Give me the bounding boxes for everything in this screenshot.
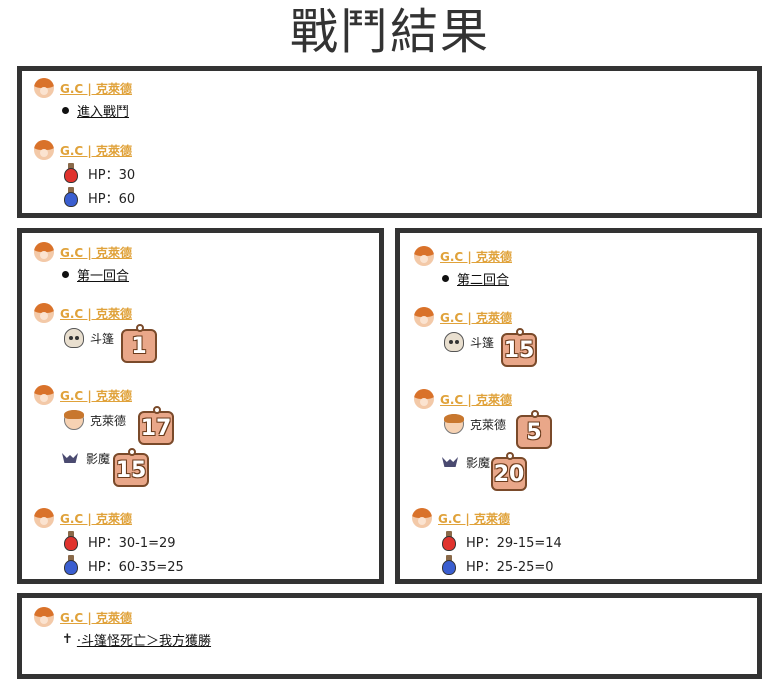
avatar	[414, 389, 434, 409]
round2-link[interactable]: 第二回合	[457, 272, 510, 288]
enter-battle-link[interactable]: 進入戰鬥	[77, 104, 130, 120]
hero-face-icon	[444, 414, 464, 434]
user-link[interactable]: G.C | 克萊德	[60, 511, 132, 526]
shadow-demon-icon	[440, 452, 460, 472]
round2-panel: G.C | 克萊德 第二回合 G.C | 克萊德 斗篷 15 G.C | 克萊德…	[395, 228, 762, 584]
avatar	[412, 508, 432, 528]
shadow-name: 影魔	[466, 456, 491, 470]
user-link[interactable]: G.C | 克萊德	[60, 81, 132, 96]
bullet-icon	[442, 274, 449, 282]
damage-badge: 15	[113, 448, 149, 487]
shadow-demon-icon	[60, 448, 80, 468]
red-potion-icon	[64, 531, 78, 551]
monster-name: 斗篷	[470, 336, 495, 350]
avatar	[34, 607, 54, 627]
damage-badge: 15	[501, 328, 537, 367]
avatar	[34, 242, 54, 262]
blue-potion-icon	[442, 555, 456, 575]
user-link[interactable]: G.C | 克萊德	[60, 245, 132, 260]
hp-blue-text: HP：60-35=25	[88, 559, 184, 575]
avatar	[34, 508, 54, 528]
user-link[interactable]: G.C | 克萊德	[440, 249, 512, 264]
user-link[interactable]: G.C | 克萊德	[438, 511, 510, 526]
user-link[interactable]: G.C | 克萊德	[440, 310, 512, 325]
avatar	[34, 140, 54, 160]
avatar	[34, 78, 54, 98]
user-link[interactable]: G.C | 克萊德	[60, 306, 132, 321]
hp-blue-text: HP：25-25=0	[466, 559, 554, 575]
hp-blue-text: HP：60	[88, 191, 136, 207]
hp-red-text: HP：30	[88, 167, 136, 183]
damage-badge: 17	[138, 406, 174, 445]
avatar	[34, 385, 54, 405]
page-title: 戰鬥結果	[289, 4, 490, 60]
user-row: G.C | 克萊德	[34, 77, 132, 99]
damage-badge: 20	[491, 452, 527, 491]
round1-link[interactable]: 第一回合	[77, 268, 130, 284]
cross-icon: ✝	[62, 631, 73, 647]
hero-face-icon	[64, 410, 84, 430]
user-link[interactable]: G.C | 克萊德	[60, 388, 132, 403]
blue-potion-icon	[64, 555, 78, 575]
hero-name: 克萊德	[90, 414, 127, 428]
skull-icon	[64, 328, 84, 348]
bullet-icon	[62, 106, 69, 114]
user-link[interactable]: G.C | 克萊德	[60, 143, 132, 158]
user-link[interactable]: G.C | 克萊德	[440, 392, 512, 407]
red-potion-icon	[442, 531, 456, 551]
avatar	[414, 246, 434, 266]
user-link[interactable]: G.C | 克萊德	[60, 610, 132, 625]
result-panel: G.C | 克萊德 ✝ ‧斗篷怪死亡＞我方獲勝	[17, 593, 762, 679]
hp-red-text: HP：29-15=14	[466, 535, 562, 551]
hero-name: 克萊德	[470, 418, 507, 432]
skull-icon	[444, 332, 464, 352]
round1-panel: G.C | 克萊德 第一回合 G.C | 克萊德 斗篷 1 G.C | 克萊德 …	[17, 228, 384, 584]
blue-potion-icon	[64, 187, 78, 207]
damage-badge: 1	[121, 324, 157, 363]
hp-red-text: HP：30-1=29	[88, 535, 176, 551]
avatar	[414, 307, 434, 327]
monster-name: 斗篷	[90, 332, 115, 346]
shadow-name: 影魔	[86, 452, 111, 466]
result-link[interactable]: ‧斗篷怪死亡＞我方獲勝	[76, 633, 212, 649]
avatar	[34, 303, 54, 323]
damage-badge: 5	[516, 410, 552, 449]
red-potion-icon	[64, 163, 78, 183]
intro-panel: G.C | 克萊德 進入戰鬥 G.C | 克萊德 HP：30 HP：60	[17, 66, 762, 218]
bullet-icon	[62, 270, 69, 278]
